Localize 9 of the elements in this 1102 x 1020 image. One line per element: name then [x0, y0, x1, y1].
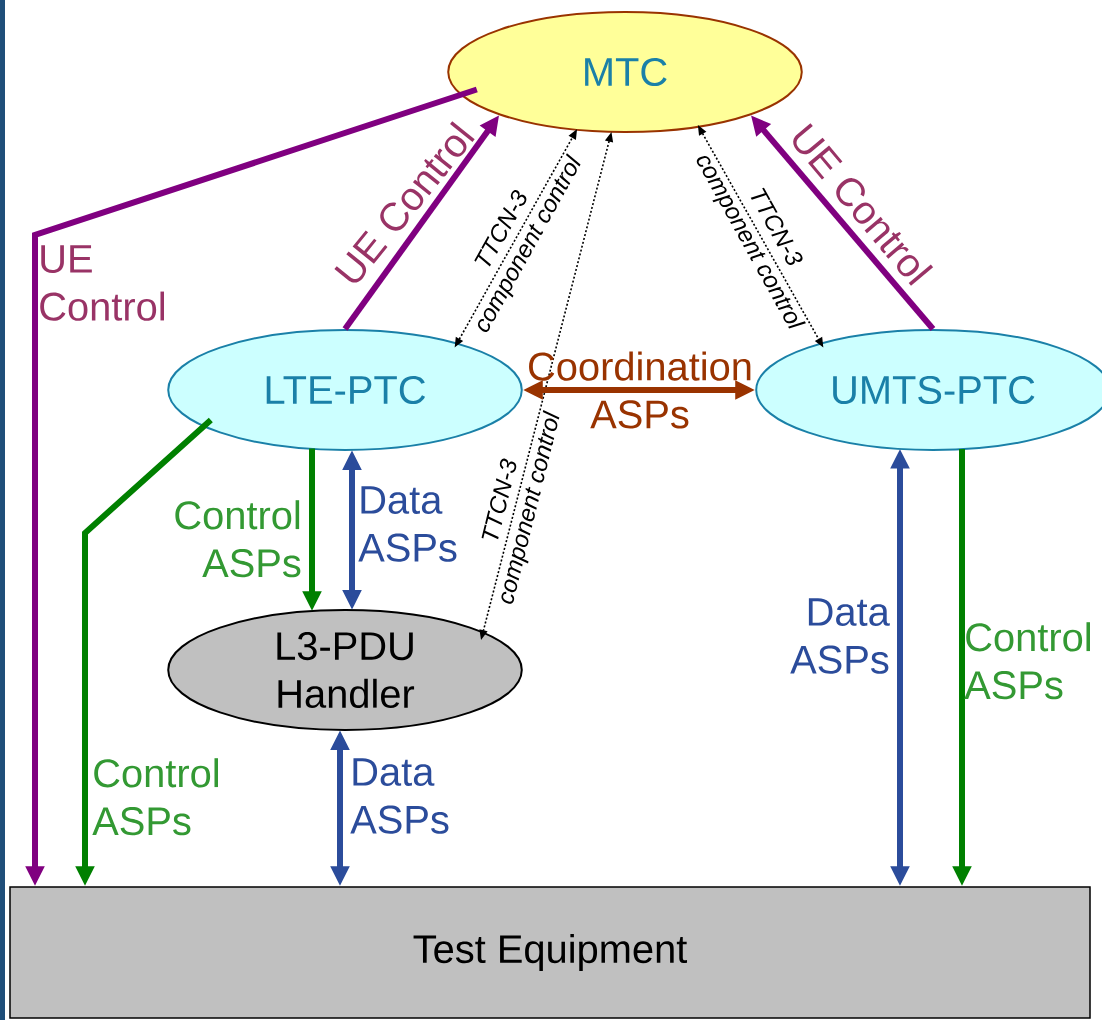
equipment-box: Test Equipment — [9, 886, 1091, 1019]
edge-label: Data ASPs — [790, 598, 890, 674]
edge-label: Control ASPs — [175, 500, 301, 578]
edge-label: Data ASPs — [350, 758, 449, 834]
ellipse-node: L3-PDU Handler — [167, 609, 523, 731]
edge-label: Control ASPs — [92, 758, 218, 836]
edge-label: UE Control — [40, 245, 164, 321]
ellipse-node: UMTS-PTC — [755, 329, 1102, 451]
edge-label: Data ASPs — [358, 486, 457, 562]
